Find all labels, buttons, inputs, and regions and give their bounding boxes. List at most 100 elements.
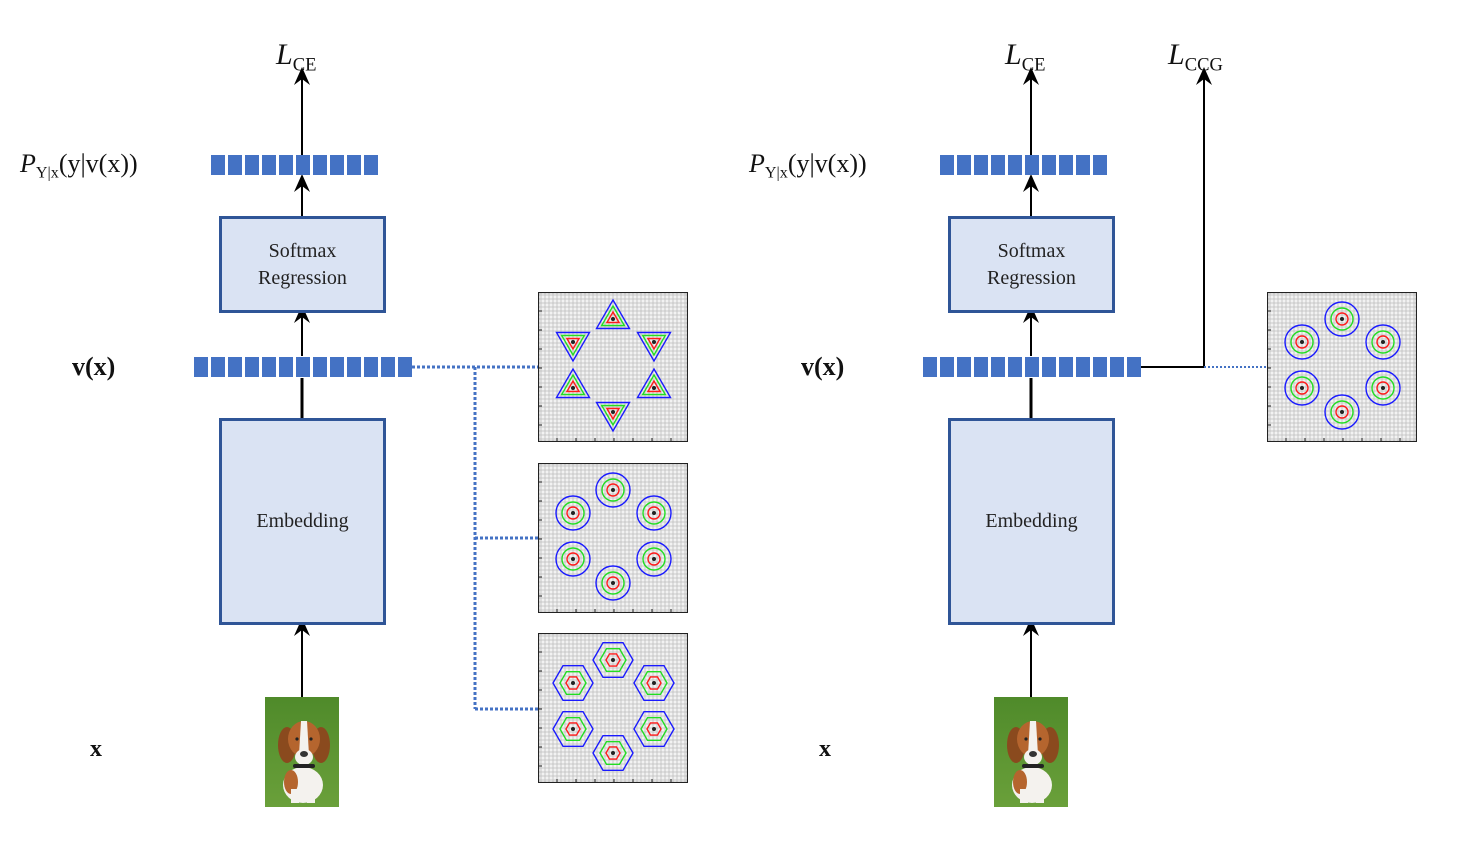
cluster-center <box>1340 317 1344 321</box>
vector-cell <box>279 155 293 175</box>
vector-cell <box>940 155 954 175</box>
cluster-center <box>652 727 656 731</box>
plot-frame <box>1266 291 1418 443</box>
cluster-center <box>571 511 575 515</box>
vector-cell <box>347 155 361 175</box>
vector-cell <box>211 155 225 175</box>
vector-cell <box>1059 357 1073 377</box>
cluster-contour <box>592 734 634 772</box>
dog-image <box>994 697 1068 807</box>
cluster-center <box>571 727 575 731</box>
loss-symbol: L <box>1005 38 1022 71</box>
vector-cell <box>1093 155 1107 175</box>
vector-cell <box>1110 357 1124 377</box>
loss-symbol: L <box>276 38 293 71</box>
vector-cell <box>245 357 259 377</box>
cluster-center <box>652 681 656 685</box>
plot-frame <box>537 632 689 784</box>
dog-image <box>265 697 339 807</box>
vector-cell <box>364 357 378 377</box>
loss-ccg-label: LCCG <box>1168 38 1223 77</box>
embedding-vector-text: v(x) <box>801 352 845 381</box>
prob-symbol: P <box>749 149 765 178</box>
cluster-center <box>611 488 615 492</box>
vector-cell <box>1025 155 1039 175</box>
cluster-center <box>611 751 615 755</box>
vector-cell <box>279 357 293 377</box>
plot-ticks <box>1268 310 1401 441</box>
vector-cell <box>313 155 327 175</box>
cluster-center <box>652 557 656 561</box>
vector-cell <box>957 357 971 377</box>
vector-cell <box>330 357 344 377</box>
prob-subscript: Y|x <box>35 164 59 182</box>
cluster-contour <box>636 541 672 577</box>
dog-photo <box>265 697 339 807</box>
vector-cell <box>262 357 276 377</box>
prob-subscript: Y|x <box>764 164 788 182</box>
input-label-text: x <box>819 736 831 762</box>
cluster-center <box>652 340 656 344</box>
vector-cell <box>262 155 276 175</box>
cluster-contour <box>555 331 591 363</box>
cluster-contour <box>636 331 672 363</box>
vector-cell <box>245 155 259 175</box>
cluster-contour <box>633 710 675 748</box>
cluster-contour <box>595 298 631 330</box>
vector-cell <box>398 357 412 377</box>
cluster-center <box>1340 410 1344 414</box>
cluster-contour <box>1284 324 1320 360</box>
vector-cell <box>313 357 327 377</box>
loss-ce-label: LCE <box>276 38 316 77</box>
cluster-center <box>571 386 575 390</box>
vector-cell <box>974 357 988 377</box>
arrow-emb-to-ccg-loss <box>1141 67 1212 368</box>
embedding-box-label: Embedding <box>256 510 349 532</box>
vector-cell <box>1076 155 1090 175</box>
vector-cell <box>1042 357 1056 377</box>
cluster-contour <box>555 495 591 531</box>
cluster-center <box>1381 340 1385 344</box>
cluster-center <box>571 340 575 344</box>
cluster-center <box>611 581 615 585</box>
plot-frame <box>537 462 689 614</box>
cluster-contour <box>555 367 591 399</box>
prob-args: (y|v(x)) <box>58 149 138 178</box>
loss-subscript: CCG <box>1184 54 1223 76</box>
cluster-contour <box>1365 370 1401 406</box>
vector-cell <box>923 357 937 377</box>
input-label-text: x <box>90 736 102 762</box>
vector-cell <box>228 155 242 175</box>
embedding-box: Embedding <box>219 418 386 625</box>
cluster-center <box>611 410 615 414</box>
cluster-contour <box>633 665 675 702</box>
dotted-links-left <box>412 365 538 711</box>
vector-cell <box>1008 357 1022 377</box>
vector-cell <box>347 357 361 377</box>
cluster-center <box>652 511 656 515</box>
cluster-center <box>611 317 615 321</box>
vector-cell <box>364 155 378 175</box>
prob-label: PY|x(y|v(x)) <box>20 149 138 183</box>
vector-cell <box>211 357 225 377</box>
loss-ce-label-right: LCE <box>1005 38 1045 77</box>
embedding-vector-text: v(x) <box>72 352 116 381</box>
cluster-contour <box>1365 324 1401 360</box>
cluster-contour <box>1324 301 1360 337</box>
vector-cell <box>991 155 1005 175</box>
cluster-center <box>571 681 575 685</box>
cluster-center <box>652 386 656 390</box>
vector-cell <box>940 357 954 377</box>
cluster-contour <box>595 565 631 601</box>
softmax-line1: Softmax <box>268 239 337 262</box>
cluster-contour <box>1284 370 1320 406</box>
prob-vector-bar-right <box>940 155 1107 175</box>
target-distribution-hexagons <box>537 632 689 784</box>
plot-frame <box>537 291 689 443</box>
vector-cell <box>1042 155 1056 175</box>
vector-cell <box>1025 357 1039 377</box>
embedding-vector-bar <box>194 357 412 377</box>
cluster-contour <box>592 641 634 678</box>
